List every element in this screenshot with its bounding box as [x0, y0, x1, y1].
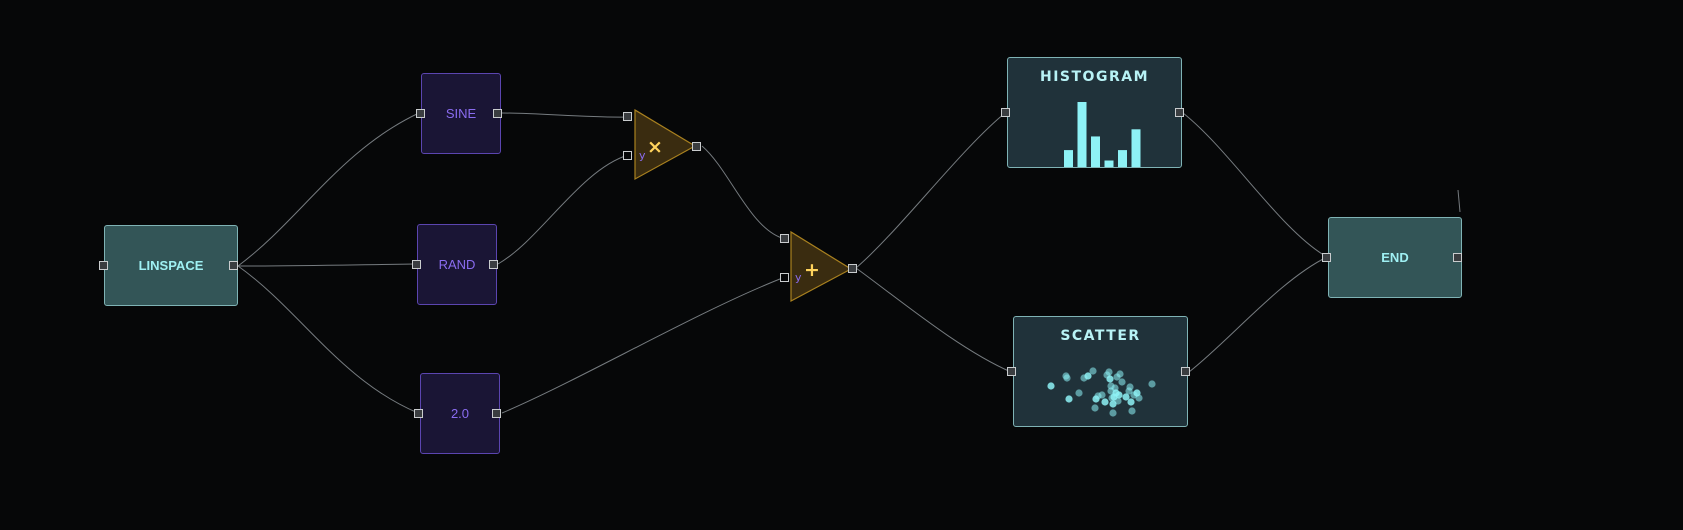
wires — [237, 112, 1461, 414]
scatter-point — [1098, 391, 1106, 399]
sine-label: SINE — [445, 106, 477, 121]
histogram-input-port[interactable] — [1001, 108, 1010, 117]
sine-output-port[interactable] — [493, 109, 502, 118]
wire-constant-add-y — [501, 276, 786, 414]
wire-rand-multiply-y — [497, 154, 629, 265]
scatter-point — [1135, 394, 1143, 402]
end-input-port[interactable] — [1322, 253, 1331, 262]
constant-input-port[interactable] — [414, 409, 423, 418]
histogram-output-port[interactable] — [1175, 108, 1184, 117]
add-input-x-port[interactable] — [780, 234, 789, 243]
histogram-preview — [1064, 102, 1141, 167]
wire-scatter-end — [1188, 256, 1328, 373]
scatter-point — [1047, 382, 1055, 390]
linspace-node[interactable]: LINSPACE — [104, 225, 238, 306]
end-label: END — [1381, 250, 1409, 265]
wire-histogram-end — [1182, 112, 1328, 258]
add-node[interactable]: + y — [790, 230, 853, 302]
rand-input-port[interactable] — [412, 260, 421, 269]
histogram-bar — [1118, 150, 1127, 167]
add-input-y-port[interactable] — [780, 273, 789, 282]
histogram-title: HISTOGRAM — [1040, 69, 1149, 85]
scatter-point — [1116, 370, 1124, 378]
wire-multiply-add — [701, 145, 786, 240]
sine-input-port[interactable] — [416, 109, 425, 118]
end-output-port[interactable] — [1453, 253, 1462, 262]
scatter-point — [1091, 404, 1099, 412]
scatter-point — [1089, 367, 1097, 375]
scatter-point — [1109, 409, 1117, 417]
scatter-input-port[interactable] — [1007, 367, 1016, 376]
constant-label: 2.0 — [450, 406, 470, 421]
scatter-point — [1101, 398, 1109, 406]
linspace-input-port[interactable] — [99, 261, 108, 270]
rand-node[interactable]: RAND — [417, 224, 497, 305]
wire-linspace-sine — [237, 112, 420, 267]
multiply-symbol: × — [647, 136, 663, 158]
multiply-input-y-port[interactable] — [623, 151, 632, 160]
scatter-point — [1063, 374, 1071, 382]
scatter-point — [1127, 398, 1135, 406]
wire-add-scatter — [855, 267, 1012, 373]
wire-add-histogram — [855, 112, 1006, 269]
scatter-preview — [1047, 367, 1156, 417]
multiply-input-x-port[interactable] — [623, 112, 632, 121]
wire-sine-multiply — [501, 112, 629, 118]
end-node[interactable]: END — [1328, 217, 1462, 298]
scatter-title: SCATTER — [1060, 328, 1141, 344]
scatter-point — [1105, 368, 1113, 376]
scatter-point — [1107, 387, 1115, 395]
scatter-point — [1084, 372, 1092, 380]
multiply-node[interactable]: × y — [634, 108, 697, 181]
rand-output-port[interactable] — [489, 260, 498, 269]
scatter-point — [1128, 407, 1136, 415]
histogram-bar — [1077, 102, 1087, 167]
scatter-point — [1148, 380, 1156, 388]
wire-linspace-constant — [237, 265, 419, 414]
constant-node[interactable]: 2.0 — [420, 373, 500, 454]
histogram-bar — [1104, 160, 1114, 167]
rand-label: RAND — [438, 257, 476, 272]
scatter-point — [1110, 393, 1118, 401]
linspace-output-port[interactable] — [229, 261, 238, 270]
scatter-point — [1118, 378, 1126, 386]
histogram-bar — [1091, 136, 1100, 167]
sine-node[interactable]: SINE — [421, 73, 501, 154]
add-symbol: + — [804, 259, 820, 281]
histogram-node[interactable]: HISTOGRAM — [1007, 57, 1182, 168]
histogram-bar — [1131, 129, 1141, 167]
multiply-y-label: y — [639, 149, 646, 162]
scatter-point — [1126, 383, 1134, 391]
scatter-point — [1065, 395, 1073, 403]
scatter-point — [1075, 389, 1083, 397]
wire-linspace-rand — [237, 263, 416, 267]
multiply-output-port[interactable] — [692, 142, 701, 151]
constant-output-port[interactable] — [492, 409, 501, 418]
wire-end-stub — [1457, 189, 1461, 213]
add-y-label: y — [795, 271, 802, 284]
add-output-port[interactable] — [848, 264, 857, 273]
scatter-point — [1106, 375, 1114, 383]
scatter-node[interactable]: SCATTER — [1013, 316, 1188, 427]
scatter-output-port[interactable] — [1181, 367, 1190, 376]
scatter-point — [1122, 393, 1130, 401]
histogram-bar — [1064, 150, 1073, 167]
linspace-label: LINSPACE — [138, 258, 204, 273]
